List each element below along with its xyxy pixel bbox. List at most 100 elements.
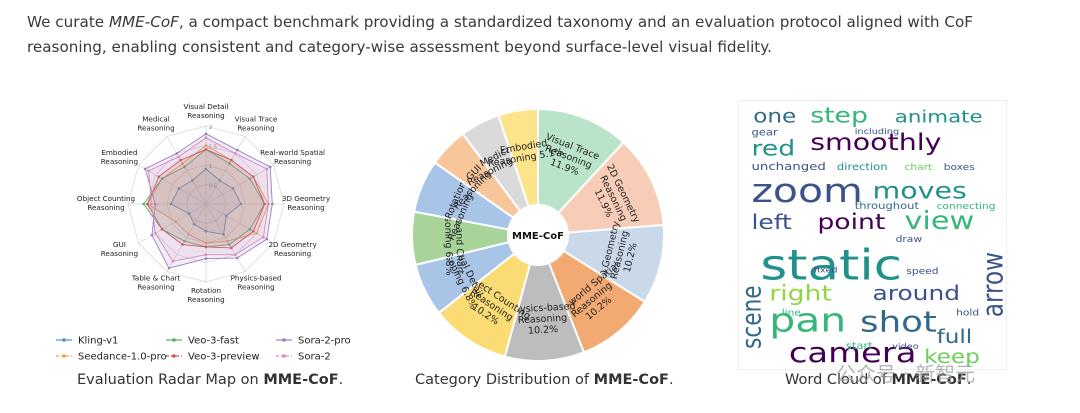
radar-point: [167, 266, 171, 270]
cloud-word: static: [760, 241, 902, 290]
cloud-word-vertical: scene: [739, 285, 767, 348]
cloud-word: one: [753, 105, 796, 127]
radar-tick-label: 1.5: [209, 145, 217, 151]
radar-point: [154, 202, 157, 206]
radar-point: [222, 233, 225, 236]
cloud-word: shot: [860, 305, 937, 339]
cloud-word: speed: [906, 267, 938, 277]
radar-point: [255, 231, 258, 235]
cloud-word: zoom: [751, 171, 862, 210]
radar-point: [204, 253, 208, 256]
category-donut-chart: Visual TraceReasoning11.9%2D GeometryRea…: [411, 107, 665, 362]
legend-marker: [172, 354, 176, 358]
radar-point: [174, 220, 177, 223]
cloud-word: gear: [751, 128, 778, 139]
radar-point: [177, 187, 181, 190]
legend-marker: [62, 354, 66, 358]
radar-point: [248, 228, 252, 231]
caption-prefix: Word Cloud of: [785, 372, 892, 388]
legend-label: Veo-3-preview: [188, 352, 260, 363]
legend-label: Veo-3-fast: [188, 336, 239, 347]
radar-point: [251, 175, 255, 178]
cloud-word: point: [817, 209, 885, 235]
cloud-word: draw: [896, 235, 922, 245]
radar-point: [271, 202, 274, 206]
radar-spoke: [166, 136, 207, 205]
svg-text:Physics-basedReasoning10.2%: Physics-basedReasoning10.2%: [508, 301, 577, 338]
legend-label: Seedance-1.0-pro: [78, 352, 167, 363]
cloud-word: line: [782, 309, 801, 319]
radar-point: [204, 132, 208, 136]
pie-panel: Visual TraceReasoning11.9%2D GeometryRea…: [403, 100, 673, 370]
radar-point: [187, 233, 190, 236]
cloud-word: keep: [924, 345, 980, 367]
radar-point: [147, 169, 150, 173]
radar-point: [183, 165, 186, 169]
cloud-word: boxes: [944, 163, 975, 173]
intro-paragraph: We curate MME-CoF, a compact benchmark p…: [27, 10, 1057, 60]
radar-point: [233, 253, 237, 256]
radar-point: [230, 246, 233, 250]
intro-text-start: We curate: [27, 13, 109, 31]
radar-point: [204, 136, 208, 139]
radar-point: [204, 144, 208, 147]
radar-point: [262, 235, 265, 239]
watermark: 公众号 · 新智元: [836, 362, 976, 386]
radar-point: [157, 175, 161, 178]
radar-series-5: [148, 137, 269, 262]
caption-suffix: .: [966, 372, 972, 388]
radar-spoke: [138, 203, 207, 244]
radar-spoke: [205, 136, 246, 205]
cloud-word: direction: [837, 162, 888, 173]
radar-tick-label: 1: [209, 164, 212, 170]
radar-point: [235, 256, 239, 260]
radar-point: [204, 257, 208, 260]
radar-point: [226, 239, 229, 243]
radar-point: [181, 162, 184, 165]
cloud-word: left: [751, 211, 791, 234]
radar-point: [150, 202, 153, 206]
radar-point: [143, 167, 147, 171]
cloud-word: view: [905, 207, 975, 235]
donut-center-label: MME-CoF: [512, 231, 564, 242]
radar-point: [263, 202, 266, 206]
radar-point: [224, 214, 228, 217]
radar-point: [204, 245, 208, 249]
cloud-word: video: [892, 343, 919, 352]
cloud-word: around: [873, 282, 961, 305]
radar-point: [171, 260, 175, 263]
radar-tick-label: 0.5: [209, 184, 217, 190]
radar-point: [231, 187, 235, 190]
radar-point: [239, 202, 243, 206]
radar-point: [179, 158, 182, 162]
radar-point: [265, 167, 269, 171]
pie-caption: Category Distribution of MME-CoF.: [415, 372, 674, 388]
cloud-word: hold: [956, 309, 979, 319]
radar-point: [150, 233, 154, 237]
caption-prefix: Category Distribution of: [415, 372, 594, 388]
caption-name: MME-CoF: [891, 372, 967, 388]
radar-point: [142, 202, 145, 206]
radar-point: [146, 202, 149, 206]
radar-point: [204, 230, 208, 233]
cloud-word: step: [810, 102, 868, 128]
radar-point: [181, 243, 184, 246]
cloud-word: start: [846, 341, 873, 352]
legend-marker: [172, 338, 176, 342]
caption-name: MME-CoF: [593, 372, 669, 388]
radar-spoke: [205, 203, 246, 272]
legend-marker: [282, 354, 286, 358]
cloud-word: unchanged: [751, 160, 825, 172]
radar-tick-label: 2: [209, 125, 212, 131]
legend-label: Sora-2: [298, 352, 331, 363]
cloud-word: animate: [895, 107, 983, 127]
cloud-word: throughout: [855, 201, 919, 212]
